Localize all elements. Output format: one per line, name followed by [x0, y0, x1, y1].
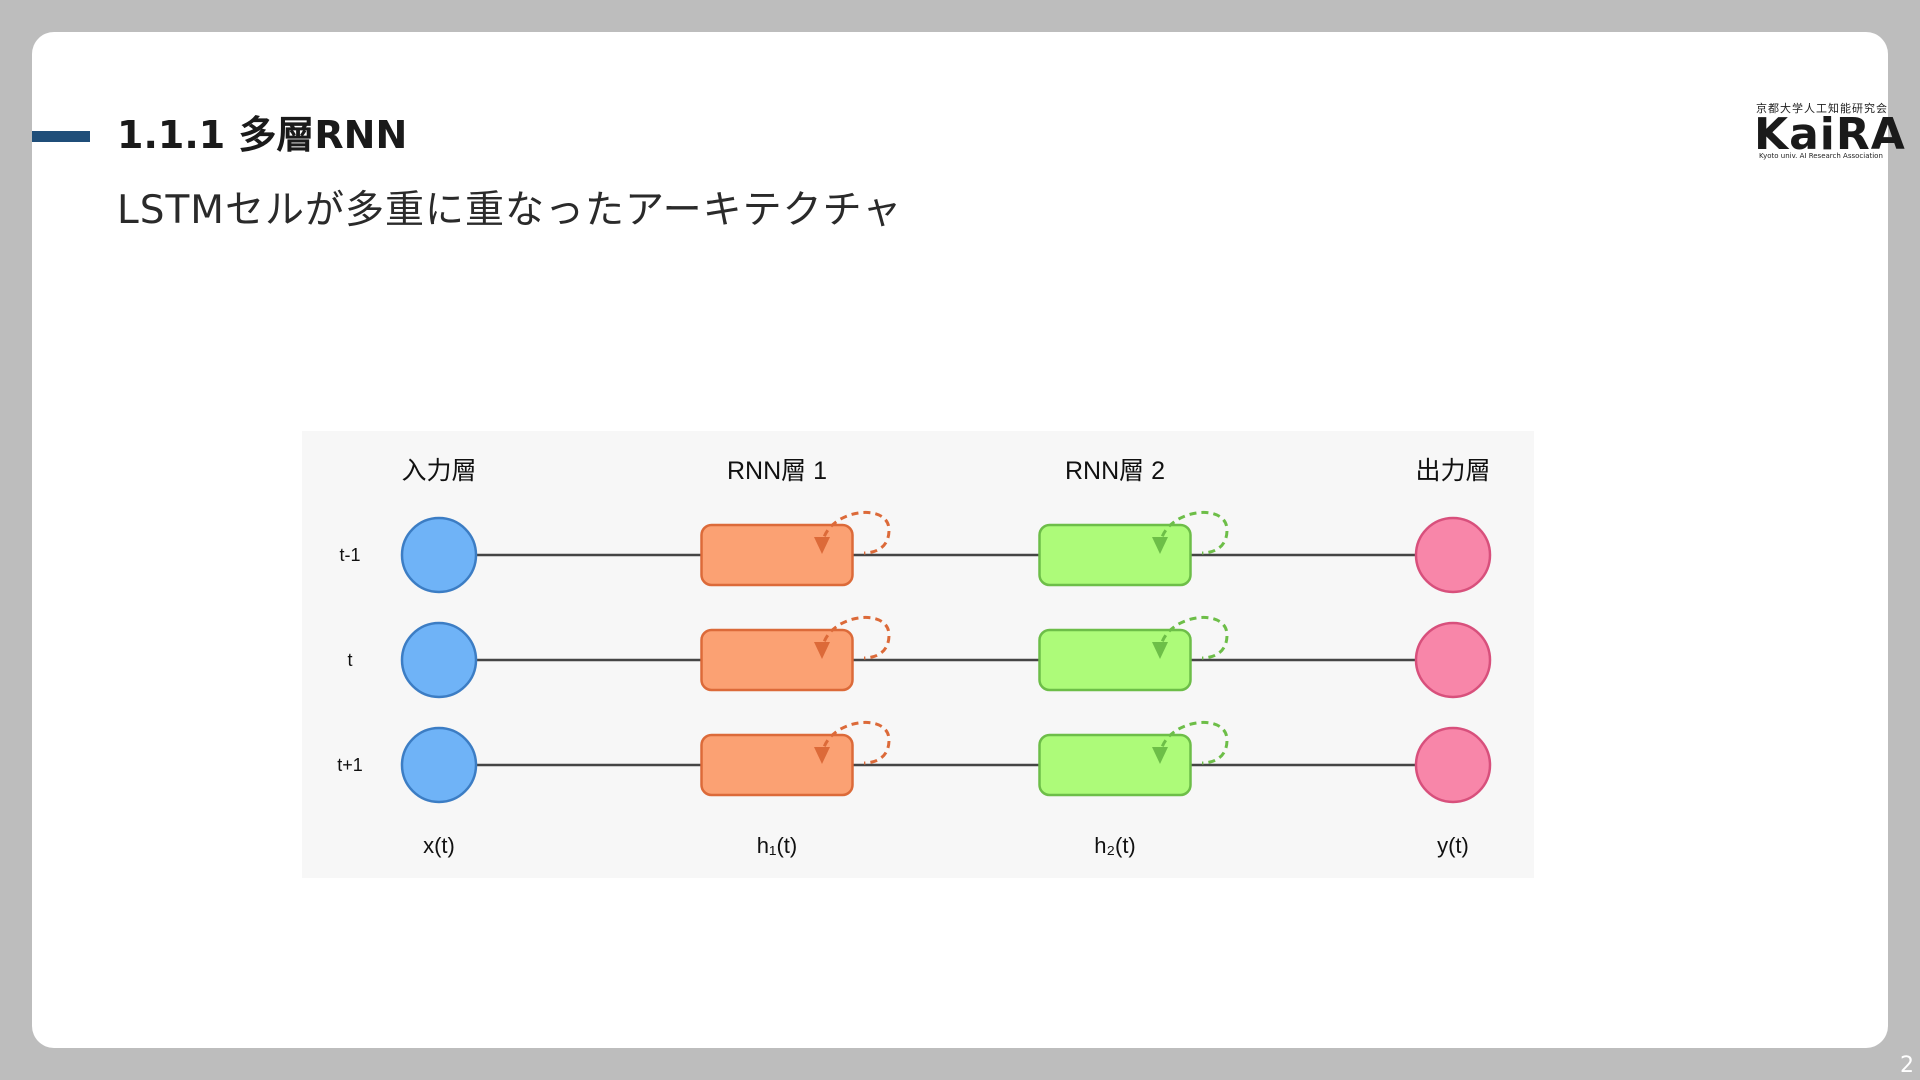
column-header: 出力層	[1415, 457, 1490, 485]
column-footer: h₁(t)	[757, 833, 797, 858]
loop-arrowhead-icon	[814, 747, 830, 764]
recurrent-loop-arrow	[1158, 720, 1229, 765]
recurrent-loop-arrow	[1158, 510, 1229, 555]
input-node	[400, 621, 478, 699]
output-node	[1414, 726, 1492, 804]
row-label: t-1	[339, 545, 360, 565]
recurrent-loop-arrow	[820, 720, 891, 765]
loop-arrowhead-icon	[1152, 537, 1168, 554]
recurrent-loop-arrow	[820, 615, 891, 660]
row-label: t+1	[337, 755, 363, 775]
page-subtitle: LSTMセルが多重に重なったアーキテクチャ	[117, 188, 903, 233]
column-footer: h₂(t)	[1094, 833, 1136, 858]
page-title: 1.1.1 多層RNN	[117, 113, 408, 157]
logo-tagline: Kyoto univ. AI Research Association	[1759, 152, 1883, 160]
kaira-logo: 京都大学人工知能研究会 KaiRA Kyoto univ. AI Researc…	[1754, 100, 1905, 162]
rnn-layer-1-cell	[700, 523, 854, 587]
rnn-layer-1-cell	[700, 733, 854, 797]
column-header: RNN層 1	[727, 457, 827, 485]
output-node	[1414, 516, 1492, 594]
title-accent-bar	[32, 131, 90, 142]
rnn-layer-2-cell	[1038, 733, 1192, 797]
diagram-background	[302, 431, 1534, 878]
output-node	[1414, 621, 1492, 699]
rnn-layer-1-cell	[700, 628, 854, 692]
rnn-layer-2-cell	[1038, 628, 1192, 692]
column-header: 入力層	[401, 457, 476, 485]
column-footer: y(t)	[1437, 833, 1469, 858]
loop-arrowhead-icon	[1152, 642, 1168, 659]
multilayer-rnn-diagram: 入力層 x(t) RNN層 1 h₁(t) RNN層 2 h₂(t) 出力層 y(t) t-1 t…	[302, 431, 1534, 878]
loop-arrowhead-icon	[1152, 747, 1168, 764]
recurrent-loop-arrow	[820, 510, 891, 555]
input-node	[400, 516, 478, 594]
row-label: t	[347, 650, 352, 670]
loop-arrowhead-icon	[814, 537, 830, 554]
page-number: 2	[1900, 1053, 1914, 1078]
logo-mark: KaiRA	[1754, 109, 1906, 160]
loop-arrowhead-icon	[814, 642, 830, 659]
logo-org-name: 京都大学人工知能研究会	[1756, 102, 1888, 115]
column-header: RNN層 2	[1065, 457, 1165, 485]
input-node	[400, 726, 478, 804]
rnn-layer-2-cell	[1038, 523, 1192, 587]
column-footer: x(t)	[423, 833, 455, 858]
recurrent-loop-arrow	[1158, 615, 1229, 660]
